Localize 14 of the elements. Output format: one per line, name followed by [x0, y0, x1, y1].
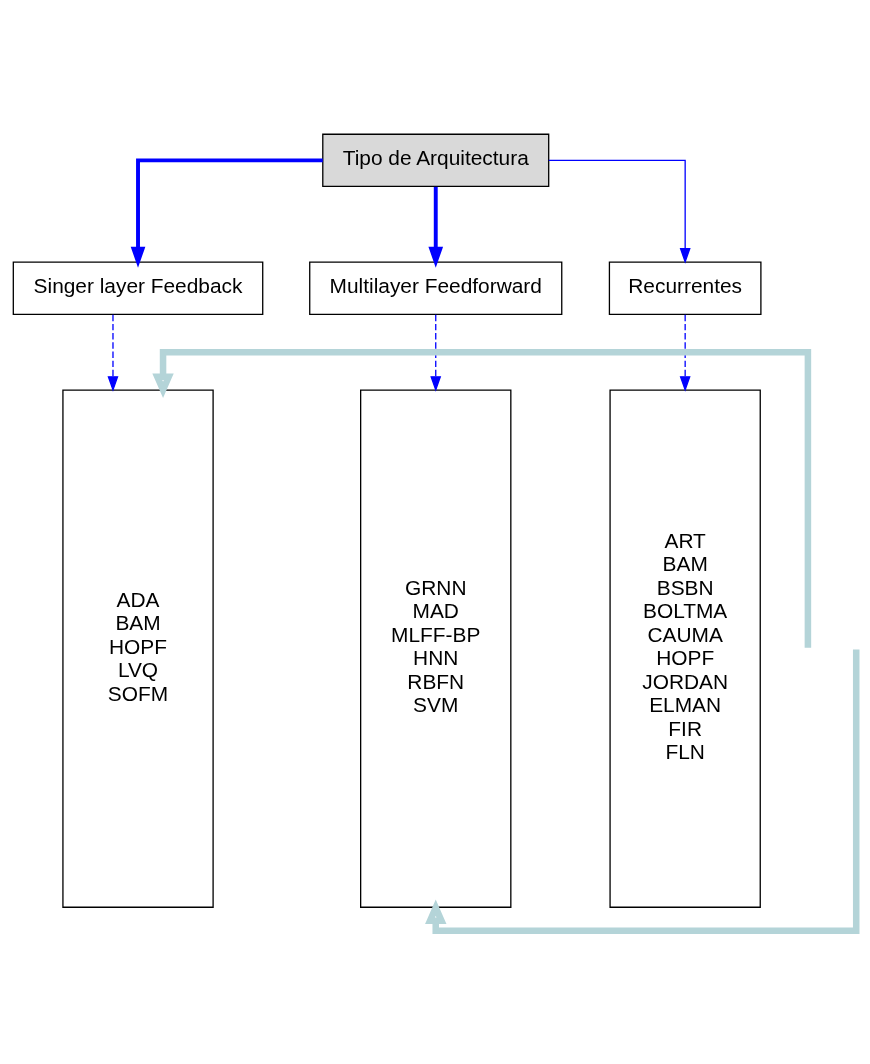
node-box: ART BAM BSBN BOLTMA CAUMA HOPF JORDAN ELMAN FIR FLN	[609, 389, 761, 908]
node-box: GRNN MAD MLFF-BP HNN RBFN SVM	[360, 389, 512, 908]
arrow	[152, 348, 812, 648]
arrow	[548, 159, 691, 264]
arrow	[430, 313, 442, 392]
arrow	[107, 313, 119, 392]
node-box: Tipo de Arquitectura	[322, 133, 550, 187]
node-box: Multilayer Feedforward	[309, 261, 563, 315]
arrow	[679, 313, 691, 392]
node-box: Recurrentes	[608, 261, 762, 315]
node-box: Singer layer Feedback	[12, 261, 264, 315]
node-box: ADA BAM HOPF LVQ SOFM	[62, 389, 214, 908]
arrow	[130, 157, 323, 268]
arrow	[428, 186, 444, 268]
